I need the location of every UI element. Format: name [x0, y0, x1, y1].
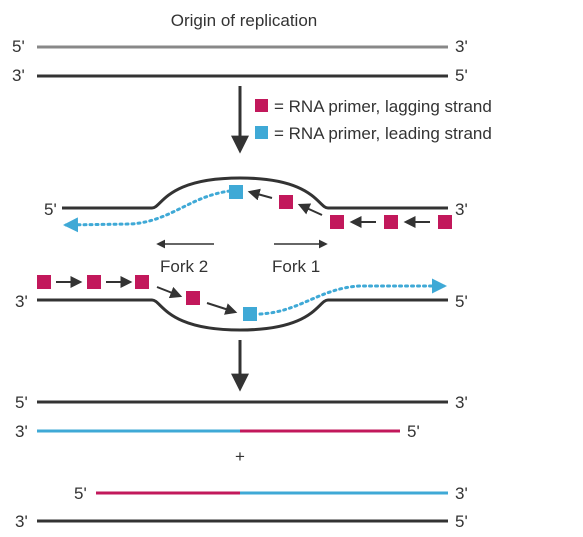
- upper-leading-strand: [63, 189, 232, 233]
- daughter1-top-5-label: 5': [15, 393, 28, 412]
- bottom-strand-5-label: 5': [455, 66, 468, 85]
- lower-lagging-primer-3: [135, 275, 149, 289]
- legend-leading-swatch: [255, 126, 268, 139]
- legend-leading-label: = RNA primer, leading strand: [274, 124, 492, 143]
- lower-lagging-arrow-4: [206, 302, 238, 315]
- origin-title: Origin of replication: [171, 11, 317, 30]
- lower-lagging-primer-1: [37, 275, 51, 289]
- bubble-upper-strand: [62, 176, 448, 210]
- bubble-bottom-5-label: 5': [455, 292, 468, 311]
- daughter1-new-3-label: 3': [15, 422, 28, 441]
- upper-lagging-primer-1: [279, 195, 293, 209]
- legend-lagging-swatch: [255, 99, 268, 112]
- daughter2-new-3-label: 3': [455, 484, 468, 503]
- upper-leading-primer: [229, 185, 243, 199]
- lower-lagging-arrow-3: [156, 286, 183, 299]
- lower-leading-primer: [243, 307, 257, 321]
- bubble-lower-strand: [37, 298, 448, 332]
- lower-lagging-primer-2: [87, 275, 101, 289]
- bottom-strand-3-label: 3': [12, 66, 25, 85]
- daughter2-new-5-label: 5': [74, 484, 87, 503]
- fork2-label: Fork 2: [160, 257, 208, 276]
- upper-lagging-primer-2: [330, 215, 344, 229]
- legend-lagging-label: = RNA primer, lagging strand: [274, 97, 492, 116]
- daughter2-parent-3-label: 3': [15, 512, 28, 531]
- upper-lagging-arrow-2: [297, 203, 323, 216]
- daughter2-parent-5-label: 5': [455, 512, 468, 531]
- lower-leading-strand: [258, 278, 447, 316]
- upper-lagging-primer-4: [438, 215, 452, 229]
- bubble-top-5-label: 5': [44, 200, 57, 219]
- top-strand-5-label: 5': [12, 37, 25, 56]
- daughter1-top-3-label: 3': [455, 393, 468, 412]
- daughter1-new-5-label: 5': [407, 422, 420, 441]
- upper-lagging-arrow-1: [247, 188, 273, 201]
- bubble-top-3-label: 3': [455, 200, 468, 219]
- bubble-bottom-3-label: 3': [15, 292, 28, 311]
- upper-lagging-primer-3: [384, 215, 398, 229]
- fork1-label: Fork 1: [272, 257, 320, 276]
- plus-sign: +: [235, 447, 245, 466]
- lower-lagging-primer-4: [186, 291, 200, 305]
- top-strand-3-label: 3': [455, 37, 468, 56]
